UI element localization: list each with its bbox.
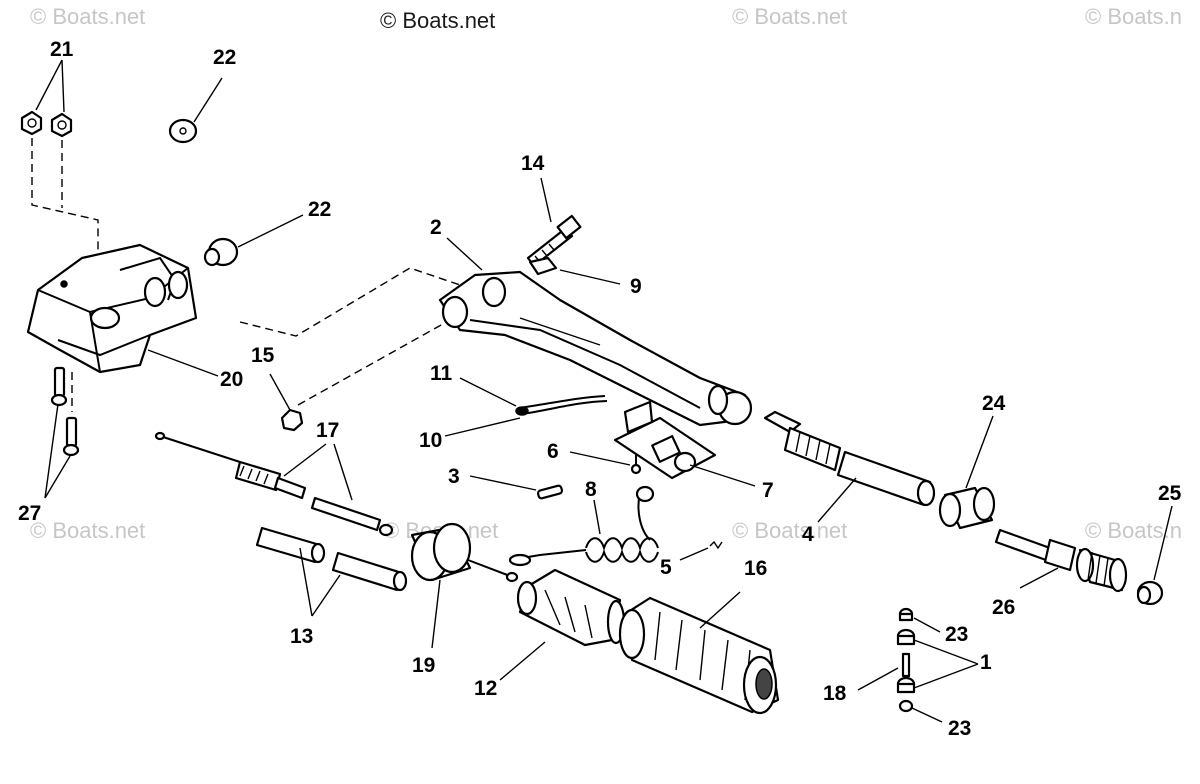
watermark-mid-right: © Boats.net <box>732 518 848 543</box>
part-27-bolts <box>50 366 80 457</box>
watermark-top-center: © Boats.net <box>380 8 496 33</box>
label-1: 1 <box>980 651 992 674</box>
label-22-mid: 22 <box>308 198 331 221</box>
leader-21-dashed <box>31 138 99 258</box>
label-3: 3 <box>448 465 460 488</box>
label-27: 27 <box>18 502 41 525</box>
label-5: 5 <box>660 556 672 579</box>
watermark-top-left: © Boats.net <box>30 4 146 29</box>
label-15: 15 <box>251 344 275 367</box>
watermark-top-far-right: © Boats.n <box>1085 4 1182 29</box>
label-16: 16 <box>744 557 767 580</box>
alignment-dashed-lower <box>297 319 451 406</box>
part-8-lanyard <box>508 485 659 567</box>
part-number-labels: 21 22 22 14 2 9 20 15 11 10 6 3 8 7 17 2… <box>18 38 1182 740</box>
part-13-sleeves <box>255 526 408 592</box>
part-17-throttle-cable <box>154 431 394 537</box>
label-10: 10 <box>419 429 442 452</box>
label-7: 7 <box>762 479 774 502</box>
label-25: 25 <box>1158 482 1182 505</box>
label-19: 19 <box>412 654 435 677</box>
label-23-bottom: 23 <box>948 717 971 740</box>
part-19-friction-body <box>410 522 519 583</box>
part-2-tiller-arm <box>438 270 753 427</box>
label-11: 11 <box>430 362 453 385</box>
label-23-top: 23 <box>945 623 968 646</box>
part-3-pin <box>536 484 564 500</box>
label-22-top: 22 <box>213 46 236 69</box>
alignment-dashed-upper <box>239 267 461 337</box>
part-6-screw <box>630 455 642 475</box>
label-24: 24 <box>982 392 1006 415</box>
label-6: 6 <box>547 440 559 463</box>
label-12: 12 <box>474 677 497 700</box>
label-20: 20 <box>220 368 243 391</box>
label-14: 14 <box>521 152 545 175</box>
part-22-washer-top <box>168 118 198 144</box>
part-25-cap <box>1136 580 1164 606</box>
label-4: 4 <box>802 523 814 546</box>
part-7-switch-plate <box>613 400 717 480</box>
watermark-top-right: © Boats.net <box>732 4 848 29</box>
label-17: 17 <box>316 419 339 442</box>
part-4-shaft <box>763 410 936 507</box>
part-20-bracket <box>26 243 198 374</box>
part-23-1-18-hardware <box>896 607 916 713</box>
part-14-bolt <box>526 214 582 268</box>
label-26: 26 <box>992 596 1015 619</box>
leader-lines <box>35 59 1173 723</box>
part-26-fitting <box>994 528 1128 593</box>
part-16-grip <box>618 596 780 715</box>
part-15-nut <box>280 408 304 432</box>
part-21-nuts <box>20 110 73 138</box>
label-9: 9 <box>630 275 642 298</box>
label-13: 13 <box>290 625 313 648</box>
label-21: 21 <box>50 38 74 61</box>
part-9-clip <box>528 256 558 276</box>
part-22-bushing <box>203 237 239 267</box>
label-2: 2 <box>430 216 442 239</box>
part-24-bushing <box>938 486 996 530</box>
label-18: 18 <box>823 682 847 705</box>
part-12-throttle-housing <box>516 568 626 647</box>
label-8: 8 <box>585 478 597 501</box>
part-5-spring <box>709 540 723 550</box>
watermark-mid-left: © Boats.net <box>30 518 146 543</box>
part-11-10-wire-leads <box>515 395 608 416</box>
